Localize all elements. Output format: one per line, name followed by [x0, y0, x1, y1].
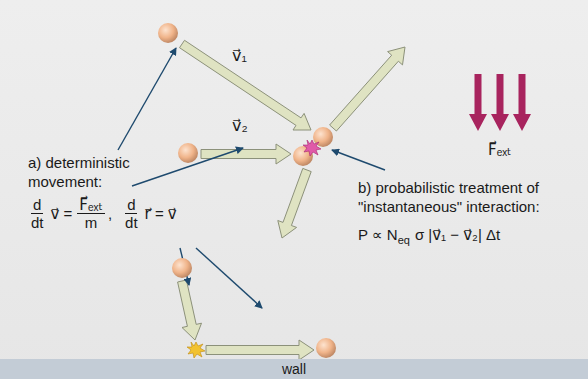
block-arrow [278, 168, 311, 238]
leader-line [196, 248, 262, 308]
equation-term: , [108, 205, 112, 222]
block-arrow [180, 40, 312, 130]
leader-line [118, 48, 176, 150]
collision-spark [187, 140, 321, 358]
formula: P ∝ Neq σ |v⃗₁ − v⃗₂| Δt [358, 226, 500, 244]
particle [316, 338, 336, 358]
formula-term: P ∝ N [358, 226, 398, 244]
balls [158, 23, 336, 358]
equation-term: r⃗ = v⃗ [145, 205, 177, 223]
block-arrow [330, 47, 405, 131]
block-arrow [469, 74, 487, 131]
denominator: dt [123, 214, 140, 231]
denominator: dt [29, 214, 46, 231]
leader-line [332, 150, 385, 170]
fraction: F⃗ₑₓₜm [77, 196, 105, 231]
denominator: m [83, 214, 100, 231]
block-arrow [178, 280, 202, 340]
numerator: d [125, 196, 137, 214]
vector-label: v⃗₁ [232, 46, 247, 65]
wall-label: wall [282, 361, 306, 377]
block-arrow [513, 74, 531, 131]
particle [158, 23, 178, 43]
annotation-text: a) deterministic movement: [28, 153, 178, 191]
fraction: ddt [123, 196, 140, 231]
block-arrow [206, 340, 314, 360]
subscript: eq [398, 234, 410, 246]
particle [178, 143, 198, 163]
equation-term: v⃗ = [51, 205, 73, 223]
block-arrow [491, 74, 509, 131]
equation: ddtv⃗ =F⃗ₑₓₜm,ddtr⃗ = v⃗ [26, 196, 177, 231]
numerator: d [31, 196, 43, 214]
vector-label: v⃗₂ [232, 116, 248, 135]
annotation-text: b) probabilistic treatment of "instantan… [358, 178, 576, 216]
leader-lines [118, 48, 385, 308]
fraction: ddt [29, 196, 46, 231]
force-arrows [469, 74, 531, 131]
formula-term: σ |v⃗₁ − v⃗₂| Δt [415, 226, 500, 244]
wall-band: wall [0, 359, 588, 379]
block-arrow [201, 144, 291, 164]
force-label: F⃗ₑₓₜ [488, 140, 512, 159]
numerator: F⃗ₑₓₜ [77, 196, 105, 214]
particle [172, 258, 192, 278]
